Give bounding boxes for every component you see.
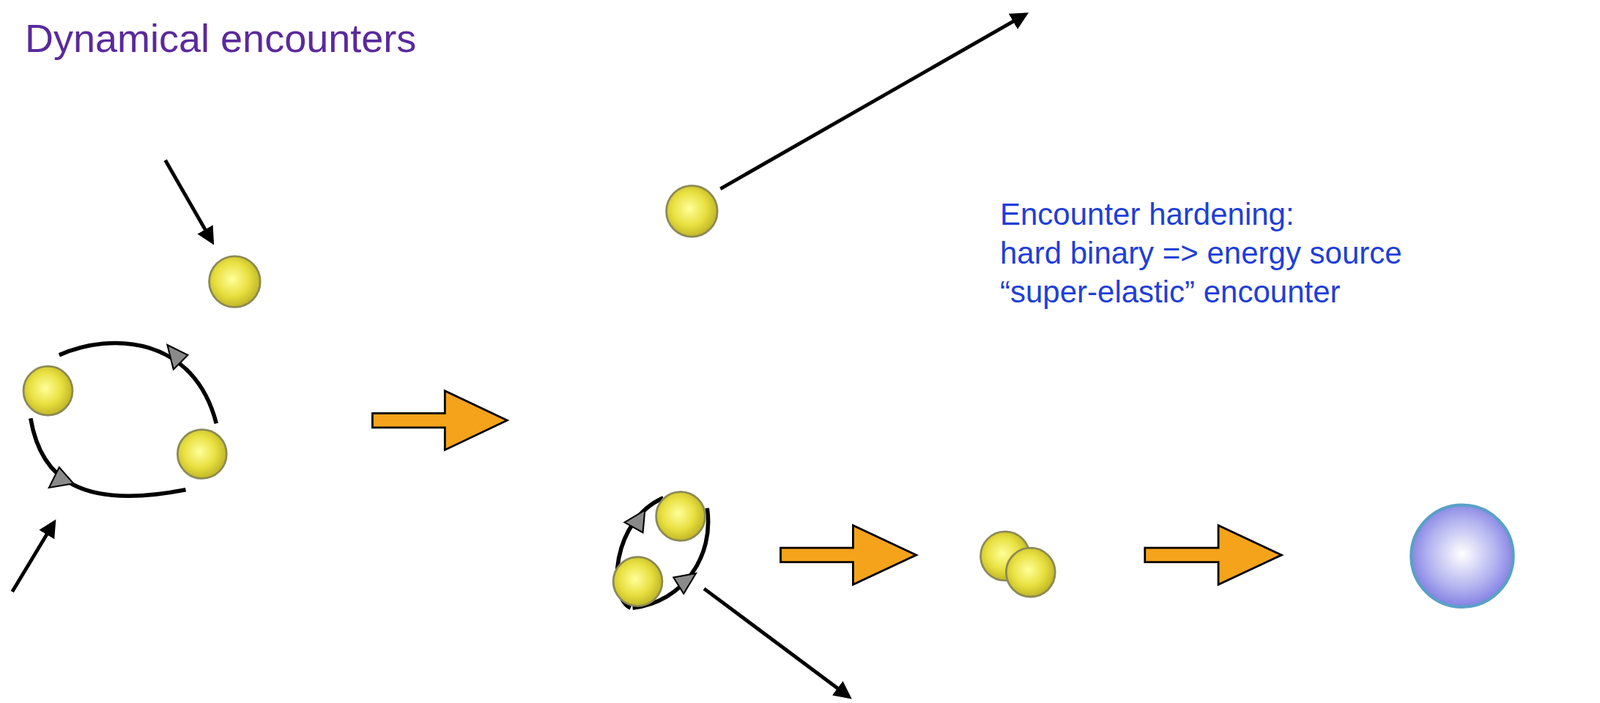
orbit-arrowhead <box>167 345 188 370</box>
note-line: Encounter hardening: <box>1000 196 1295 233</box>
star <box>23 366 73 416</box>
orbit-arrowhead <box>624 510 645 534</box>
note-line: “super-elastic” encounter <box>1000 273 1341 311</box>
transition-arrow <box>1145 525 1283 585</box>
star <box>666 186 718 238</box>
trajectory-arrow <box>12 522 55 592</box>
trajectory-arrow <box>720 14 1025 190</box>
orbit-arc <box>30 418 187 496</box>
orbit-arrowhead <box>673 573 696 595</box>
note-line: hard binary => energy source <box>1000 235 1403 272</box>
trajectory-arrow <box>704 589 850 698</box>
star <box>177 430 227 480</box>
star <box>613 557 663 607</box>
star <box>656 492 706 542</box>
transition-arrow <box>780 525 917 585</box>
slide-title: Dynamical encounters <box>24 14 417 63</box>
star <box>1005 547 1055 598</box>
merger-star <box>1410 505 1513 608</box>
orbit-arrowhead <box>49 467 74 488</box>
trajectory-arrow <box>165 160 213 242</box>
orbit-arc <box>59 342 217 424</box>
transition-arrow <box>372 391 507 451</box>
star <box>209 256 261 308</box>
